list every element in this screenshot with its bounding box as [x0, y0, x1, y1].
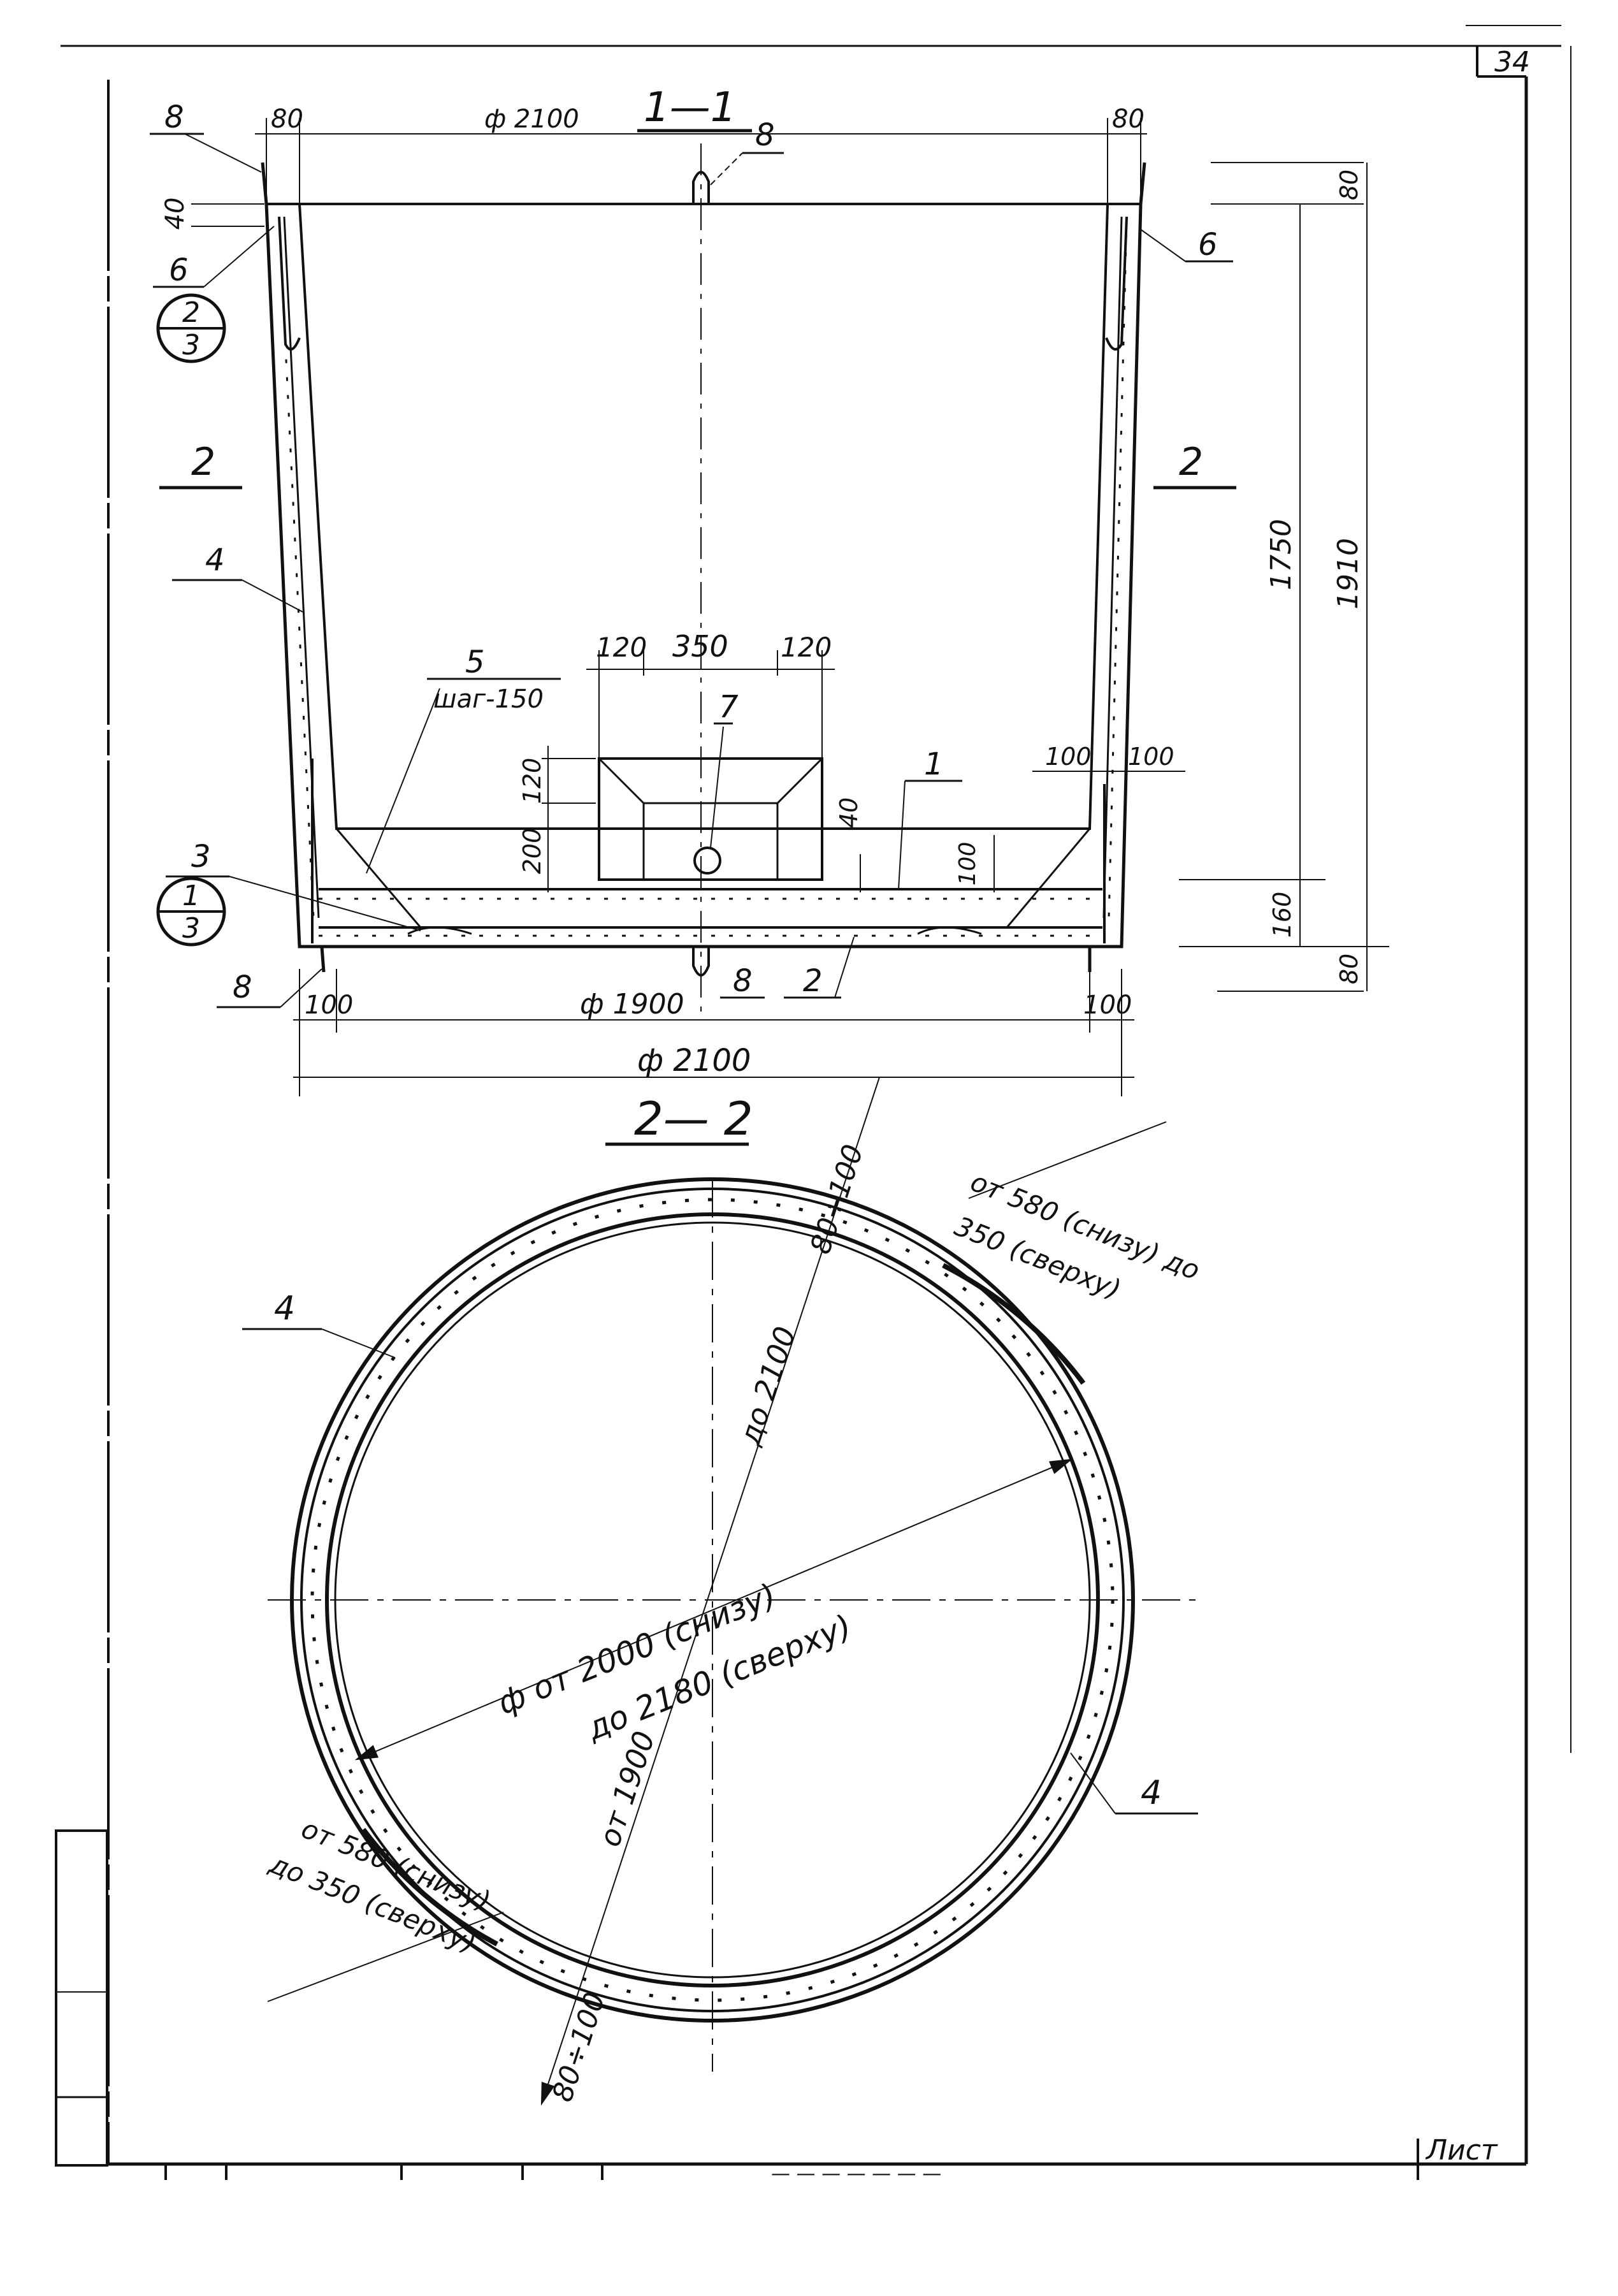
sump-pit	[598, 757, 823, 881]
svg-text:4: 4	[1141, 1774, 1162, 1812]
svg-text:4: 4	[274, 1290, 295, 1328]
dim-bottom-80: 80	[1335, 954, 1363, 984]
dim-bottom-160: 160	[1268, 892, 1296, 938]
svg-text:7: 7	[719, 689, 739, 725]
dim-bottom-diameter-outer: ф 2100	[637, 1043, 751, 1079]
svg-text:100: 100	[1128, 743, 1174, 771]
svg-text:1: 1	[182, 880, 200, 912]
label-80-100-bottom: 80÷100	[546, 1988, 612, 2105]
callouts-1-1: 8 8 6 6 4 5 шаг-150 7 1 3	[150, 99, 1233, 1008]
svg-text:40: 40	[835, 797, 863, 828]
label-do-2100: до 2100	[732, 1322, 803, 1450]
svg-text:2: 2	[803, 963, 823, 999]
section-marks-2: 2 2	[159, 440, 1236, 490]
dim-height-1910: 1910	[1332, 538, 1364, 609]
section-2-2-title: 2— 2	[634, 1092, 753, 1145]
dim-top-diameter: ф 2100	[484, 105, 579, 134]
dim-top: 80 ф 2100 80	[255, 105, 1147, 204]
svg-text:120: 120	[518, 758, 546, 804]
dim-bottom: 100 ф 1900 100 ф 2100	[293, 969, 1134, 1096]
sheet-stamp-label: Лист	[1425, 2134, 1498, 2167]
dim-sump-350: 350	[672, 629, 728, 664]
svg-text:8: 8	[164, 99, 184, 135]
svg-text:1: 1	[924, 746, 944, 782]
dim-right-vertical: 1750 1910 80 160 80	[1179, 162, 1389, 992]
svg-text:5: 5	[465, 644, 485, 680]
title-block-ticks	[164, 2139, 1419, 2180]
svg-text:8: 8	[755, 117, 775, 153]
label-80-100-top: 80÷100	[804, 1140, 870, 1258]
dim-right-100s: 100 100	[1032, 743, 1185, 772]
diameter-line	[354, 1458, 1073, 1761]
lifting-loop-top-center	[692, 171, 710, 204]
svg-text:8: 8	[233, 970, 252, 1005]
svg-text:3: 3	[182, 912, 200, 945]
dim-sump-120-right: 120	[781, 632, 832, 663]
svg-text:3: 3	[182, 329, 200, 361]
section-1-1: 1—1	[150, 84, 1389, 1096]
svg-text:200: 200	[518, 828, 546, 875]
section-1-1-title: 1—1	[644, 84, 736, 131]
tank-outer-contour	[264, 203, 1143, 948]
svg-text:8: 8	[733, 963, 753, 999]
dim-top-wall-right: 80	[1112, 105, 1145, 134]
svg-text:6: 6	[169, 252, 189, 288]
label-ot-1900: от 1900	[592, 1727, 661, 1850]
svg-text:2: 2	[182, 296, 200, 329]
svg-text:100: 100	[955, 842, 981, 886]
svg-text:100: 100	[1045, 743, 1092, 771]
svg-text:3: 3	[191, 839, 211, 875]
dim-sump-120-left: 120	[596, 632, 647, 663]
dim-rim-40: 40	[161, 198, 264, 230]
dim-height-1750: 1750	[1265, 519, 1297, 590]
drain-pipe	[693, 846, 721, 875]
svg-text:40: 40	[161, 198, 190, 230]
dim-top-wall-left: 80	[271, 105, 303, 134]
node-bubble-upper: 2 3	[156, 293, 226, 363]
svg-text:6: 6	[1198, 227, 1218, 263]
section-2-2: 2— 2 80÷100 до 2100 от 1900 80÷100 ф от …	[242, 1077, 1204, 2106]
dim-sump: 120 350 120 120 200 40 100	[518, 629, 995, 892]
dim-top-80: 80	[1335, 170, 1363, 200]
svg-text:100: 100	[1083, 991, 1132, 1020]
sheet-code-partial: — — — — — — —	[771, 2163, 941, 2185]
svg-text:2: 2	[191, 440, 215, 484]
node-bubble-lower: 1 3	[156, 876, 226, 947]
sheet-frame: 34 Лист — — — — — — —	[55, 25, 1571, 2185]
lifting-loop-bottom-center	[692, 947, 710, 977]
loop-left-bottom	[320, 946, 326, 973]
svg-text:2: 2	[1179, 440, 1203, 484]
sheet-number: 34	[1494, 46, 1530, 78]
dim-bottom-diameter-inner: ф 1900	[580, 988, 684, 1021]
svg-text:шаг-150: шаг-150	[433, 685, 544, 714]
svg-text:100: 100	[305, 991, 353, 1020]
svg-text:4: 4	[205, 542, 225, 578]
